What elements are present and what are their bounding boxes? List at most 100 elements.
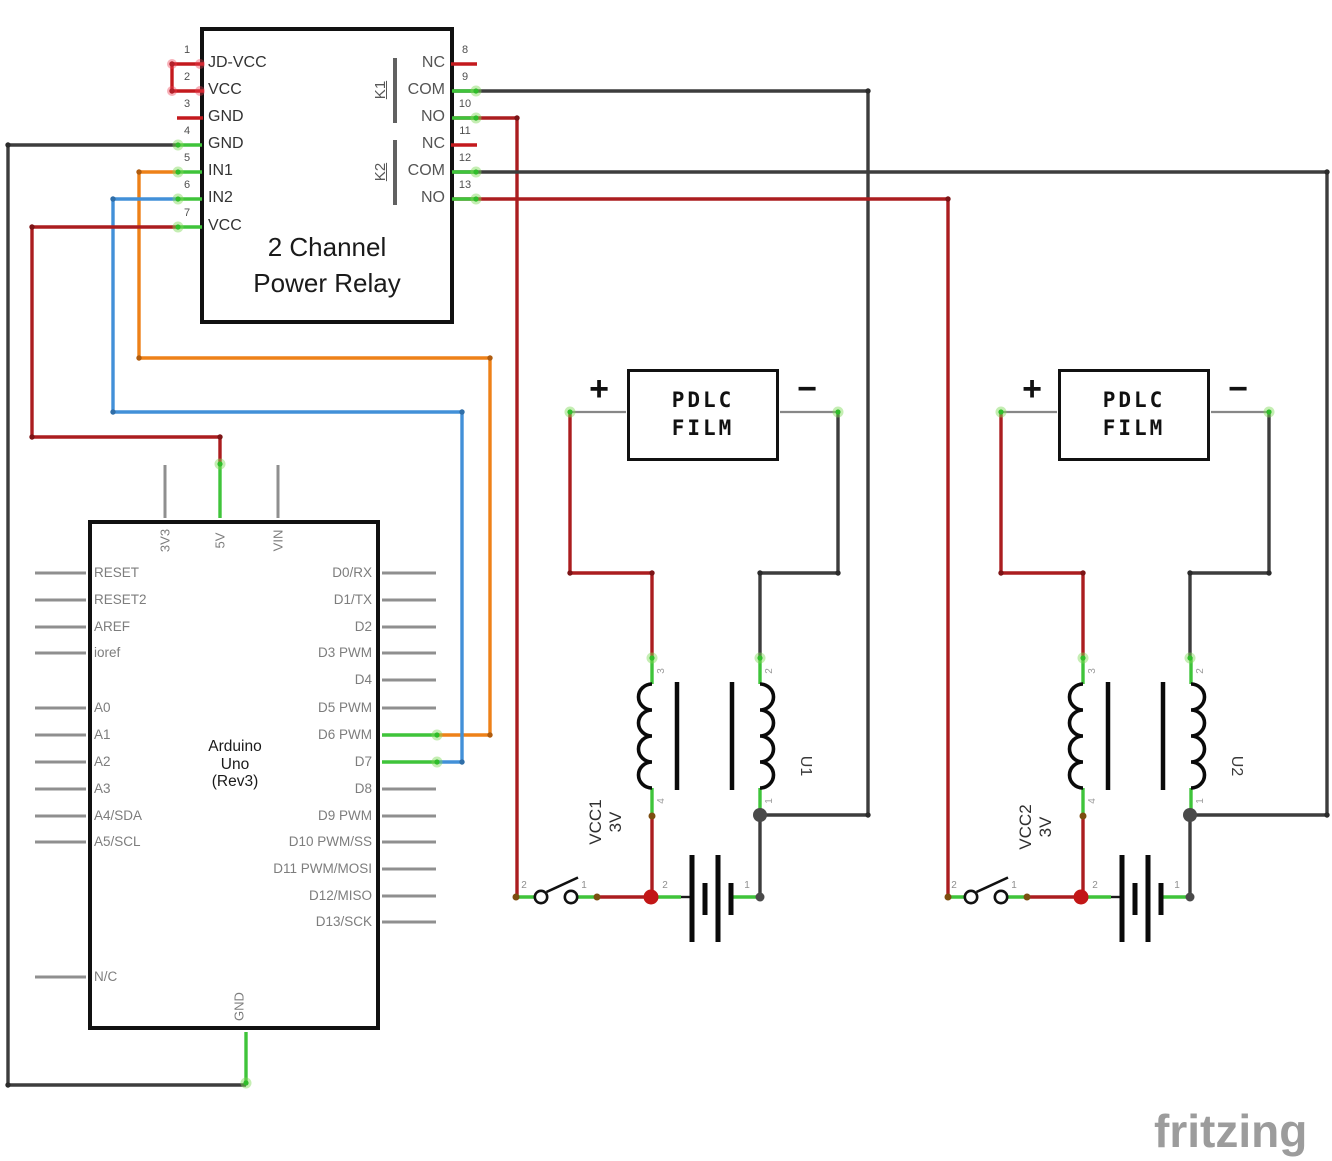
wire-bendpoint xyxy=(29,224,35,230)
arduino-title-line2: Uno xyxy=(220,756,250,773)
connection-dot xyxy=(175,196,181,202)
transformer-u1-pin-number: 4 xyxy=(656,798,667,804)
transformer-u2-pin-number: 3 xyxy=(1087,668,1098,674)
wire-bendpoint xyxy=(217,434,223,440)
wire-bendpoint xyxy=(865,88,871,94)
arduino-pin-label-right-12: D12/MISO xyxy=(308,888,372,903)
relay-title-line2: Power Relay xyxy=(253,268,401,298)
jumper-glow xyxy=(167,86,177,96)
junction-dot-red xyxy=(1073,889,1089,905)
wire-bendpoint xyxy=(5,1082,11,1088)
transformer-u1-pin-number: 1 xyxy=(764,798,775,804)
relay-pin-label-10: NO xyxy=(421,108,445,125)
relay-box[interactable] xyxy=(200,27,454,324)
wire-relay-jumper-jd-vcc[interactable] xyxy=(170,62,204,93)
junction-dot-brown xyxy=(512,893,520,901)
relay-pin-label-8: NC xyxy=(421,54,445,71)
arduino-pin-label-right-11: D11 PWM/MOSI xyxy=(273,861,372,876)
arduino-pin-label-right-9: D9 PWM xyxy=(318,808,372,823)
arduino-title-line1: Arduino xyxy=(208,738,262,755)
transformer-u1-secondary-coil[interactable] xyxy=(759,682,776,790)
arduino-pin-label-right-8: D8 xyxy=(354,781,372,796)
transformer-u2-primary-coil[interactable] xyxy=(1067,682,1084,790)
wire-in2-to-d7[interactable] xyxy=(111,197,464,764)
wire-k2-com-to-u2[interactable] xyxy=(453,170,1329,817)
transformer-u2-secondary-coil[interactable] xyxy=(1190,682,1207,790)
arduino-pin-label-right-5: D5 PWM xyxy=(318,700,372,715)
arduino-pin-label-left-7: A3 xyxy=(94,781,111,796)
wire-relay-gnd-to-arduino-gnd[interactable] xyxy=(6,143,246,1087)
pdlc-film-1-minus-sign: − xyxy=(797,370,817,408)
switch1-contact-right[interactable] xyxy=(563,889,579,905)
relay-pin-number-12: 12 xyxy=(458,152,472,164)
relay-k1-bar xyxy=(393,58,397,123)
arduino-pin-label-left-10: N/C xyxy=(94,969,118,984)
switch1-pin1-number: 1 xyxy=(581,880,587,891)
relay-pin-label-12: COM xyxy=(407,162,445,179)
wire-bendpoint xyxy=(29,434,35,440)
arduino-pin-label-left-0: RESET xyxy=(94,565,140,580)
wire-film1-plus-to-u1[interactable] xyxy=(568,413,654,657)
arduino-pin-label-left-4: A0 xyxy=(94,700,111,715)
pdlc-film-1-text-line2: FILM xyxy=(671,416,735,440)
wire-bendpoint xyxy=(459,759,465,765)
relay-pin-number-11: 11 xyxy=(459,125,471,137)
switch1-contact-left[interactable] xyxy=(533,889,549,905)
wire-film2-plus-to-u2[interactable] xyxy=(999,413,1085,657)
arduino-pin-label-right-2: D2 xyxy=(354,619,372,634)
relay-pin-label-5: IN1 xyxy=(208,162,233,179)
connection-dot xyxy=(434,732,440,738)
connection-dot xyxy=(1080,655,1086,661)
wire-relay-vcc-to-5v[interactable] xyxy=(30,225,222,463)
battery2-pin2-number: 2 xyxy=(1092,880,1098,891)
switch2-contact-right[interactable] xyxy=(993,889,1009,905)
relay-pin-number-3: 3 xyxy=(183,98,191,110)
transformer-u2-pin-number: 4 xyxy=(1087,798,1098,804)
arduino-box[interactable] xyxy=(88,520,380,1030)
wire-k1-com-to-u1[interactable] xyxy=(453,89,870,817)
transformer-u1-primary-coil[interactable] xyxy=(636,682,653,790)
wire-film2-minus-to-u2[interactable] xyxy=(1188,413,1271,657)
pdlc-film-2-plus-sign: + xyxy=(1022,370,1042,408)
wire-bendpoint xyxy=(487,355,493,361)
junction-dot-dark xyxy=(755,892,765,902)
wire-k2-no-to-switch2[interactable] xyxy=(453,197,950,895)
junction-dot-brown xyxy=(593,893,601,901)
connection-dot xyxy=(217,461,223,467)
arduino-pin-label-right-1: D1/TX xyxy=(333,592,372,607)
connection-dot xyxy=(175,224,181,230)
battery1-pin1-number: 1 xyxy=(744,880,750,891)
relay-pin-number-13: 13 xyxy=(458,179,472,191)
switch1-pin2-number: 2 xyxy=(521,880,527,891)
wire-bendpoint xyxy=(835,570,841,576)
arduino-pin-label-left-1: RESET2 xyxy=(94,592,147,607)
connection-dot xyxy=(473,115,479,121)
arduino-pin-label-left-8: A4/SDA xyxy=(94,808,143,823)
wire-film1-minus-to-u1[interactable] xyxy=(758,413,840,657)
transformer-u2-pin-number: 2 xyxy=(1195,668,1206,674)
connection-dot xyxy=(567,409,573,415)
connection-dot xyxy=(835,409,841,415)
pdlc-film-2-box[interactable] xyxy=(1058,369,1210,461)
connection-dot xyxy=(243,1080,249,1086)
arduino-pin-label-left-5: A1 xyxy=(94,727,111,742)
wire-bendpoint xyxy=(1266,570,1272,576)
connection-dot xyxy=(757,655,763,661)
relay-pin-number-6: 6 xyxy=(183,179,191,191)
wire-bendpoint xyxy=(1080,570,1086,576)
switch2-lever[interactable] xyxy=(975,876,1009,894)
pdlc-film-1-box[interactable] xyxy=(627,369,779,461)
junction-dot-red xyxy=(643,889,659,905)
connection-dot xyxy=(175,142,181,148)
junction-dot-brown xyxy=(1023,893,1031,901)
jumper-glow xyxy=(195,59,205,69)
switch2-pin2-number: 2 xyxy=(951,880,957,891)
relay-pin-label-1: JD-VCC xyxy=(208,54,267,71)
wire-bendpoint xyxy=(514,115,520,121)
wire-bendpoint xyxy=(110,409,116,415)
switch1-lever[interactable] xyxy=(545,876,579,894)
arduino-pin-label-left-9: A5/SCL xyxy=(94,834,141,849)
switch2-contact-left[interactable] xyxy=(963,889,979,905)
wire-bendpoint xyxy=(1187,570,1193,576)
wire-in1-to-d6[interactable] xyxy=(137,170,492,737)
